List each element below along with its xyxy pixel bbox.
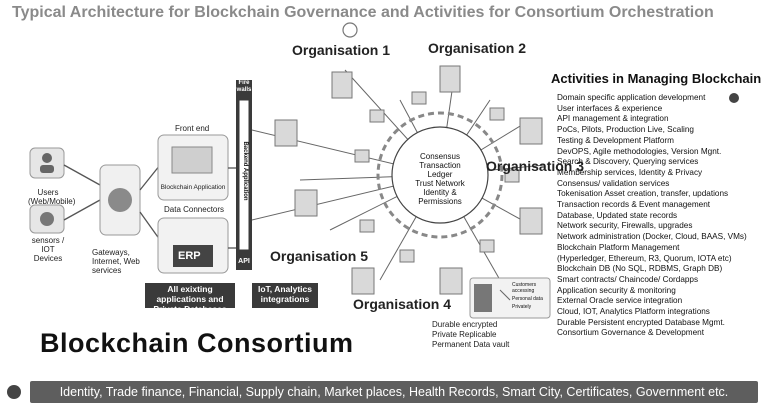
firewalls-label: Fire walls xyxy=(236,80,252,93)
activity-item: (Hyperledger, Ethereum, R3, Quorum, IOTA… xyxy=(557,253,732,263)
erp-icon xyxy=(173,245,213,267)
backend-label: Backend Application xyxy=(242,141,248,201)
activity-item: Network administration (Docker, Cloud, B… xyxy=(557,232,747,242)
activity-item: Consortium Governance & Development xyxy=(557,328,704,338)
page-title: Typical Architecture for Blockchain Gove… xyxy=(12,4,714,21)
organisation-1-label: Organisation 1 xyxy=(292,42,391,58)
gear-icon xyxy=(342,22,358,38)
user-icon xyxy=(42,153,52,163)
erp-label: ERP xyxy=(178,250,201,262)
storage-personal-label: Personal data xyxy=(512,296,543,302)
activity-gear-icon xyxy=(729,93,739,103)
activity-item: Smart contracts/ Chaincode/ Cordapps xyxy=(557,274,699,284)
hub-line-identity: Identity & xyxy=(423,188,457,197)
activity-item: Search & Discovery, Querying services xyxy=(557,157,699,167)
activity-item: Testing & Development Platform xyxy=(557,135,674,145)
activity-item: Consensus/ validation services xyxy=(557,178,670,188)
users-label: Users (Web/Mobile) xyxy=(28,188,76,206)
activity-item: Blockchain DB (No SQL, RDBMS, Graph DB) xyxy=(557,264,723,274)
activity-item: User interfaces & experience xyxy=(557,103,663,113)
organisation-5-label: Organisation 5 xyxy=(270,248,369,264)
activity-item: Blockchain Platform Management xyxy=(557,242,680,252)
activities-title: Activities in Managing Blockchain xyxy=(551,71,762,86)
activity-item: Database, Updated state records xyxy=(557,210,678,220)
all-apps-label: All exixting applications and Private Da… xyxy=(145,283,235,314)
activity-item: Domain specific application development xyxy=(557,93,706,102)
activity-item: Network security, Firewalls, upgrades xyxy=(557,221,693,231)
globe-icon xyxy=(108,188,132,212)
activity-item: PoCs, Pilots, Production Live, Scaling xyxy=(557,125,694,135)
activity-item: API management & integration xyxy=(557,114,669,124)
bottom-gear-icon xyxy=(7,385,21,399)
activity-item: Tokenisation Asset creation, transfer, u… xyxy=(557,189,729,199)
activity-item: Durable Persistent encrypted Database Mg… xyxy=(557,317,725,327)
peer-nodes xyxy=(274,65,543,295)
activity-item: Application security & monitoring xyxy=(557,285,676,295)
activity-item: Transaction records & Event management xyxy=(557,200,711,210)
hub-ring-inner xyxy=(391,126,489,224)
organisation-4-label: Organisation 4 xyxy=(353,296,452,312)
sensor-icon xyxy=(40,212,54,226)
hub-ring-outer xyxy=(376,111,504,239)
activity-item: External Oracle service integration xyxy=(557,296,683,306)
activity-item: Membership services, Identity & Privacy xyxy=(557,167,703,177)
activity-item: Cloud, IOT, Analytics Platform integrati… xyxy=(557,307,710,317)
hub-line-trust: Trust Network xyxy=(415,179,465,188)
iot-label: IoT, Analytics integrations xyxy=(252,283,318,308)
use-cases-bar: Identity, Trade finance, Financial, Supp… xyxy=(30,381,758,403)
organisation-2-label: Organisation 2 xyxy=(428,40,527,56)
hub-label: Consensus Transaction Ledger Trust Netwo… xyxy=(400,152,480,206)
organisation-3-label: Organisation 3 xyxy=(486,158,585,174)
hub-line-ledger: Ledger xyxy=(427,170,453,179)
activity-item: DevOPS, Agile methodologies, Version Mgn… xyxy=(557,146,722,156)
data-connectors-label: Data Connectors xyxy=(164,205,225,214)
hub-line-consensus: Consensus xyxy=(419,152,461,161)
gateways-label: Gateways, Internet, Web services xyxy=(92,248,140,275)
sensors-label: sensors / IOT Devices xyxy=(31,236,65,263)
front-end-label: Front end xyxy=(175,124,210,133)
data-vault-label: Durable encrypted Private Replicable Per… xyxy=(432,320,510,349)
consortium-heading: Blockchain Consortium xyxy=(40,328,354,358)
activities-list: Domain specific application development … xyxy=(557,93,747,339)
api-label: API xyxy=(238,258,250,265)
storage-privately-label: Privately xyxy=(512,304,532,310)
hub-line-transaction: Transaction xyxy=(419,161,461,170)
app-screen-icon xyxy=(171,146,213,174)
hub-line-permissions: Permissions xyxy=(418,197,462,206)
storage-customers-label: Customers accessing xyxy=(512,282,537,294)
blockchain-app-label: Blockchain Application xyxy=(160,184,226,191)
database-icon xyxy=(474,284,492,312)
